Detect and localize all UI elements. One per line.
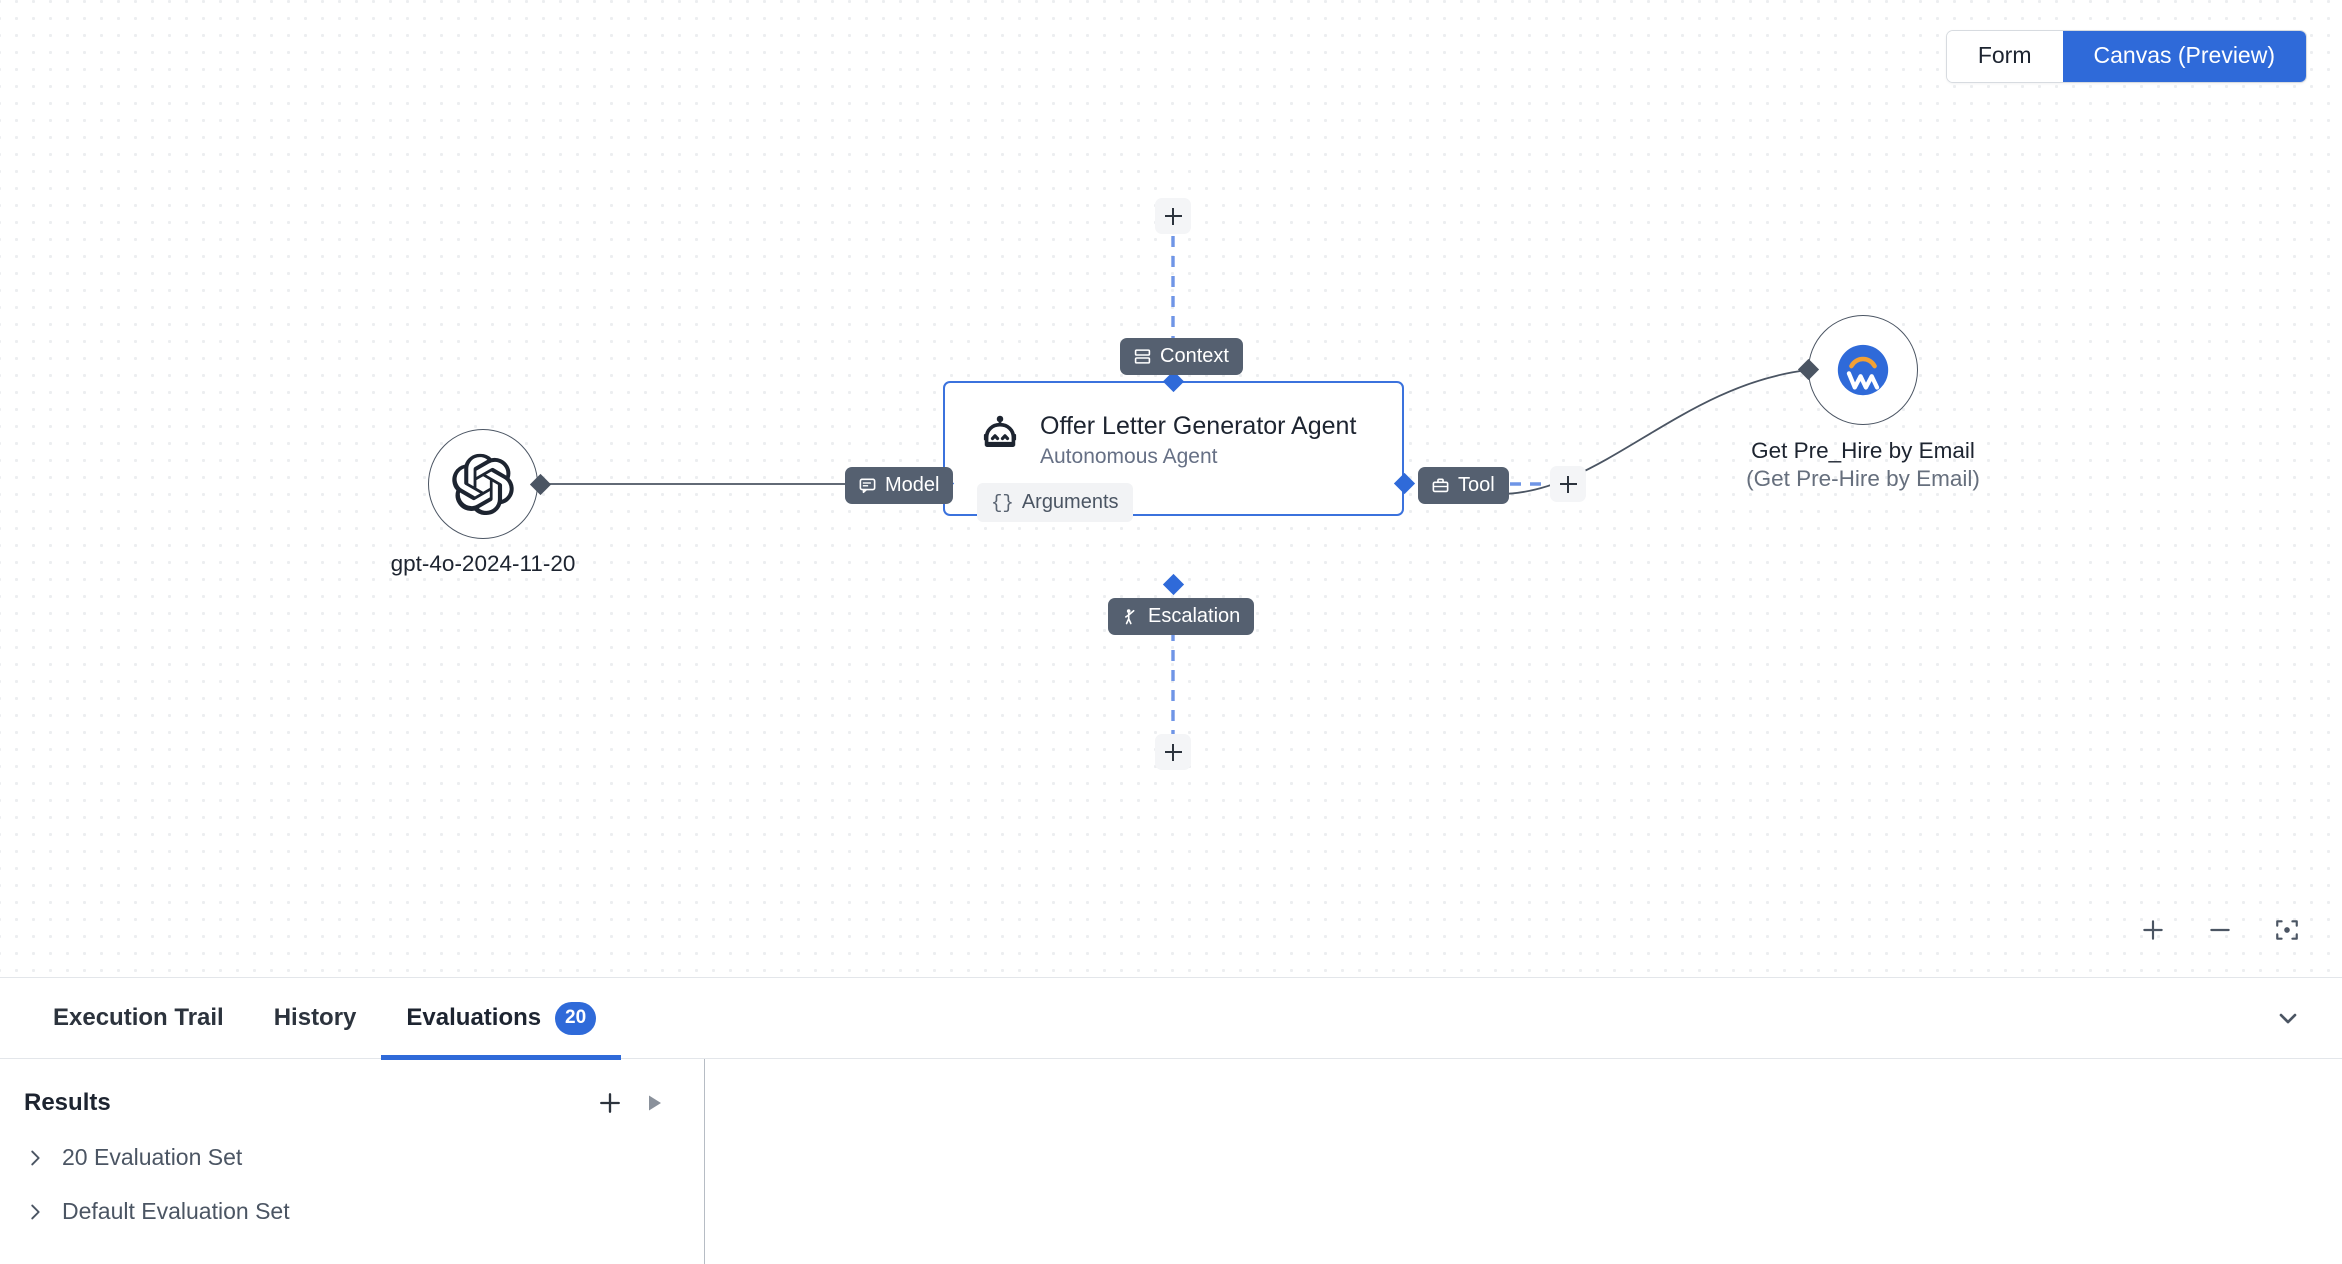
- toolbox-icon: [1432, 478, 1449, 492]
- list-item-label: 20 Evaluation Set: [62, 1144, 243, 1170]
- results-detail-pane: [705, 1059, 2342, 1264]
- agent-node-header: Offer Letter Generator Agent Autonomous …: [945, 383, 1402, 470]
- tab-history[interactable]: History: [249, 978, 382, 1059]
- view-mode-canvas-button[interactable]: Canvas (Preview): [2062, 31, 2306, 82]
- badge-model[interactable]: Model: [845, 467, 954, 504]
- node-agent-offer-letter-generator[interactable]: Offer Letter Generator Agent Autonomous …: [943, 381, 1404, 522]
- badge-context[interactable]: Context: [1120, 338, 1243, 375]
- agent-arguments-chip[interactable]: {} Arguments: [977, 483, 1133, 522]
- curly-braces-icon: {}: [991, 491, 1014, 514]
- view-mode-toggle[interactable]: Form Canvas (Preview): [1945, 30, 2307, 83]
- canvas-zoom-controls[interactable]: [2133, 910, 2307, 950]
- bottom-panel: Execution Trail History Evaluations 20 R…: [0, 977, 2342, 1264]
- flow-canvas[interactable]: Form Canvas (Preview) gpt-4o-2024-11-20: [0, 0, 2342, 977]
- person-raising-hand-icon: [1125, 608, 1135, 624]
- results-header: Results: [0, 1059, 704, 1125]
- chevron-down-icon: [2279, 1013, 2297, 1024]
- run-evaluations-button[interactable]: [632, 1081, 676, 1125]
- chat-bubble-icon: [859, 478, 876, 493]
- edge-tool-to-workday: [1499, 369, 1809, 495]
- agent-node-subtitle: Autonomous Agent: [1040, 445, 1218, 468]
- zoom-out-button[interactable]: [2200, 910, 2240, 950]
- add-evaluation-set-button[interactable]: [588, 1081, 632, 1125]
- add-context-node-button[interactable]: [1155, 198, 1191, 234]
- node-tool-caption: Get Pre_Hire by Email (Get Pre-Hire by E…: [1638, 437, 2088, 493]
- list-item[interactable]: 20 Evaluation Set: [0, 1136, 704, 1179]
- badge-model-label: Model: [885, 474, 940, 496]
- badge-escalation[interactable]: Escalation: [1108, 598, 1255, 635]
- node-model-gpt4o[interactable]: [428, 429, 538, 539]
- plus-icon: [600, 1093, 620, 1113]
- robot-icon: [983, 415, 1017, 447]
- agent-arguments-label: Arguments: [1021, 491, 1119, 513]
- agent-node-title: Offer Letter Generator Agent: [1040, 412, 1357, 440]
- list-item[interactable]: Default Evaluation Set: [0, 1190, 704, 1233]
- focus-icon: [2276, 920, 2298, 940]
- node-tool-label-primary: Get Pre_Hire by Email: [1751, 438, 1975, 463]
- chevron-right-icon: [31, 1150, 40, 1165]
- tab-execution-trail-label: Execution Trail: [53, 1004, 224, 1031]
- zoom-in-button[interactable]: [2133, 910, 2173, 950]
- play-icon: [649, 1095, 661, 1111]
- badge-context-label: Context: [1160, 345, 1229, 367]
- tab-evaluations-count-badge: 20: [555, 1001, 597, 1035]
- view-mode-form-button[interactable]: Form: [1946, 31, 2063, 82]
- workday-logo-icon: [1837, 344, 1889, 396]
- agent-node-text: Offer Letter Generator Agent Autonomous …: [1040, 411, 1356, 470]
- collapse-panel-button[interactable]: [2267, 997, 2309, 1039]
- results-title: Results: [24, 1089, 111, 1116]
- node-tool-get-prehire-by-email[interactable]: [1808, 315, 1918, 425]
- node-model-caption: gpt-4o-2024-11-20: [303, 550, 663, 578]
- plus-icon: [2143, 920, 2163, 940]
- tab-evaluations-label: Evaluations: [406, 1004, 542, 1031]
- tab-execution-trail[interactable]: Execution Trail: [28, 978, 249, 1059]
- add-escalation-node-button[interactable]: [1155, 734, 1191, 770]
- results-pane: Results 20: [0, 1059, 705, 1264]
- list-item-label: Default Evaluation Set: [62, 1198, 290, 1224]
- minus-icon: [2210, 928, 2230, 932]
- rows-icon: [1134, 348, 1151, 364]
- bottom-panel-body: Results 20: [0, 1059, 2342, 1264]
- bottom-panel-tabbar: Execution Trail History Evaluations 20: [0, 978, 2342, 1060]
- tab-evaluations[interactable]: Evaluations 20: [381, 978, 621, 1060]
- add-tool-node-button[interactable]: [1550, 466, 1586, 502]
- node-tool-label-secondary: (Get Pre-Hire by Email): [1746, 466, 1980, 491]
- badge-tool[interactable]: Tool: [1418, 467, 1509, 504]
- badge-escalation-label: Escalation: [1148, 605, 1241, 627]
- badge-tool-label: Tool: [1458, 474, 1495, 496]
- node-model-label: gpt-4o-2024-11-20: [390, 551, 576, 576]
- openai-logo-icon: [452, 453, 514, 515]
- fit-view-button[interactable]: [2267, 910, 2307, 950]
- tab-history-label: History: [273, 1004, 357, 1031]
- chevron-right-icon: [31, 1204, 40, 1219]
